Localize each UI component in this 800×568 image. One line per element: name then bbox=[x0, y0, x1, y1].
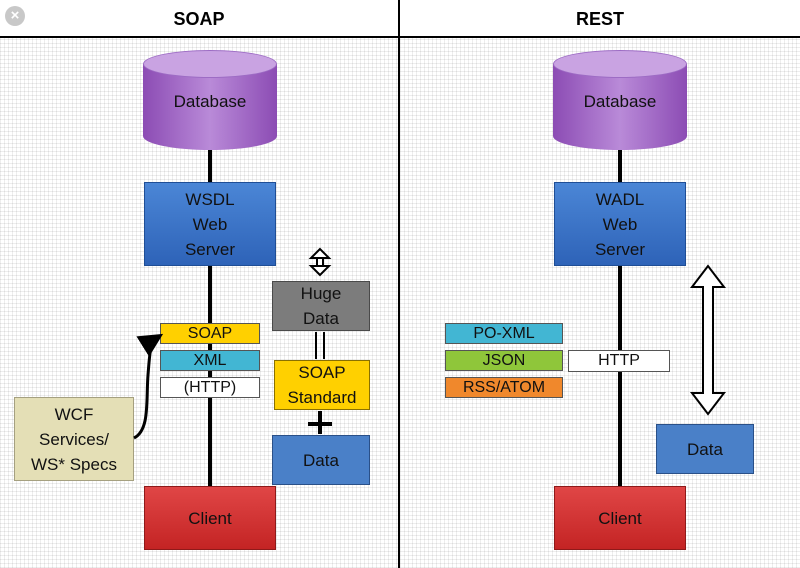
rest-db-server-connector bbox=[618, 136, 622, 186]
double-arrow-icon bbox=[308, 247, 332, 277]
soap-standard-box: SOAP Standard bbox=[274, 360, 370, 410]
header-bar bbox=[0, 0, 800, 38]
rest-database: Database bbox=[553, 50, 687, 150]
wadl-server-line-1: WADL bbox=[595, 189, 645, 209]
rest-client: Client bbox=[554, 486, 686, 550]
wsdl-web-server: WSDL Web Server bbox=[144, 182, 276, 266]
close-icon[interactable]: × bbox=[5, 6, 25, 26]
rss-atom-tag: RSS/ATOM bbox=[445, 377, 563, 398]
soap-column-title: SOAP bbox=[173, 9, 225, 29]
column-divider bbox=[398, 0, 400, 568]
soap-database-label: Database bbox=[173, 92, 247, 111]
wadl-server-line-2: Web bbox=[602, 214, 638, 234]
huge-to-standard-connector bbox=[315, 332, 325, 359]
soap-server-client-connector bbox=[208, 266, 212, 486]
huge-data-line-1: Huge bbox=[300, 284, 342, 303]
po-xml-tag: PO-XML bbox=[445, 323, 563, 344]
soap-database: Database bbox=[143, 50, 277, 150]
soap-standard-line-2: Standard bbox=[287, 388, 357, 407]
soap-standard-line-1: SOAP bbox=[298, 363, 346, 382]
wsdl-server-line-3: Server bbox=[184, 239, 236, 259]
rest-server-client-connector bbox=[618, 266, 622, 486]
soap-client: Client bbox=[144, 486, 276, 550]
soap-tag: SOAP bbox=[160, 323, 260, 344]
soap-db-server-connector bbox=[208, 136, 212, 186]
wcf-services-box: WCF Services/ WS* Specs bbox=[14, 397, 134, 481]
huge-data-box: Huge Data bbox=[272, 281, 370, 331]
wadl-web-server: WADL Web Server bbox=[554, 182, 686, 266]
rest-http-tag: HTTP bbox=[568, 350, 670, 372]
rest-database-label: Database bbox=[583, 92, 657, 111]
rest-data-box: Data bbox=[656, 424, 754, 474]
wsdl-server-line-1: WSDL bbox=[185, 189, 235, 209]
xml-tag: XML bbox=[160, 350, 260, 371]
rest-data-double-arrow bbox=[689, 264, 727, 416]
wcf-line-2: Services/ bbox=[39, 429, 109, 449]
wsdl-server-line-2: Web bbox=[192, 214, 228, 234]
soap-http-tag: (HTTP) bbox=[160, 377, 260, 398]
wcf-line-3: WS* Specs bbox=[31, 454, 117, 474]
wcf-line-1: WCF bbox=[54, 404, 94, 424]
json-tag: JSON bbox=[445, 350, 563, 371]
rest-column-title: REST bbox=[575, 9, 624, 29]
soap-data-box: Data bbox=[272, 435, 370, 485]
standard-to-data-connector bbox=[308, 411, 332, 434]
wadl-server-line-3: Server bbox=[594, 239, 646, 259]
huge-data-line-2: Data bbox=[303, 309, 339, 328]
wcf-to-soap-arrow bbox=[133, 333, 164, 440]
